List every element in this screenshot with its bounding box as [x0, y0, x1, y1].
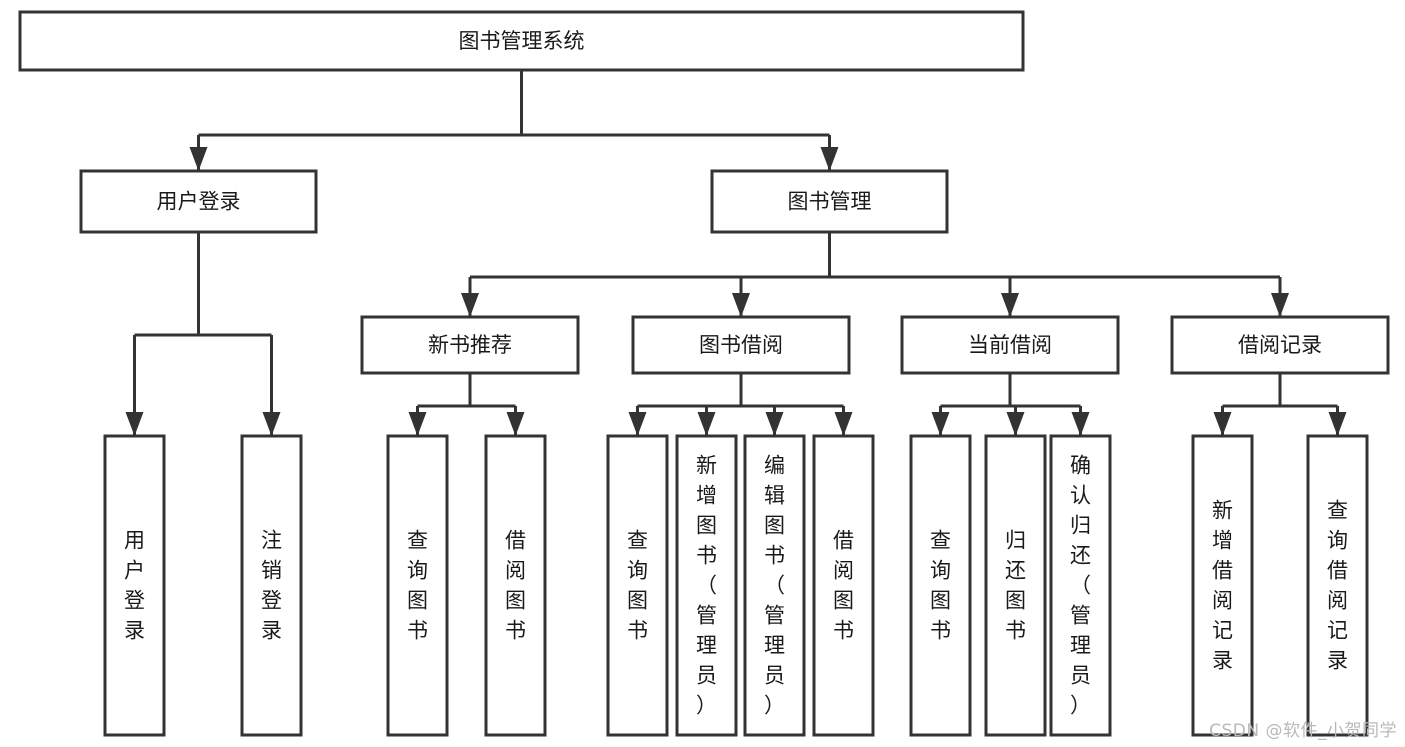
node-box-new-book-recommend	[360, 315, 580, 375]
new-book-recommend-to-leaves-arrow-icon-1	[506, 412, 525, 436]
bookmgmt-to-level3-arrow-icon-2	[1001, 293, 1019, 317]
bookmgmt-to-level3-arrow-icon-3	[1271, 293, 1289, 317]
node-label-leaf-borrow-book: 借阅图书	[833, 529, 854, 643]
bookmgmt-to-level3-arrow-icon-0	[461, 293, 479, 317]
node-label-current-borrow: 当前借阅	[968, 333, 1052, 357]
node-label-leaf-query-book-current: 查询图书	[930, 529, 951, 643]
bookmgmt-to-level3-arrow-icon-1	[732, 293, 750, 317]
node-box-root	[18, 10, 1025, 72]
borrow-record-to-leaves-arrow-icon-0	[1213, 412, 1232, 436]
node-book-borrow[interactable]: 图书借阅	[631, 315, 851, 375]
node-leaf-query-borrow-record[interactable]: 查询借阅记录	[1306, 434, 1369, 737]
node-box-borrow-record	[1170, 315, 1390, 375]
node-box-leaf-add-book-admin	[675, 434, 738, 737]
node-book-management[interactable]: 图书管理	[710, 169, 949, 234]
node-label-leaf-edit-book-admin: 编辑图书（管理员）	[764, 454, 785, 718]
node-leaf-user-login[interactable]: 用户登录	[103, 434, 166, 737]
book-borrow-to-leaves-arrow-icon-3	[834, 412, 853, 436]
node-leaf-query-book-recommend[interactable]: 查询图书	[386, 434, 449, 737]
node-box-leaf-user-login	[103, 434, 166, 737]
book-borrow-to-leaves-arrow-icon-1	[697, 412, 716, 436]
book-borrow-to-leaves-arrow-icon-2	[765, 412, 784, 436]
node-label-new-book-recommend: 新书推荐	[428, 333, 512, 357]
node-leaf-query-book-borrow[interactable]: 查询图书	[606, 434, 669, 737]
node-leaf-query-book-current[interactable]: 查询图书	[909, 434, 972, 737]
node-label-leaf-add-borrow-record: 新增借阅记录	[1212, 499, 1233, 673]
node-label-user-login: 用户登录	[157, 190, 241, 214]
node-label-borrow-record: 借阅记录	[1238, 333, 1322, 357]
node-label-leaf-query-book-recommend: 查询图书	[407, 529, 428, 643]
node-leaf-add-book-admin[interactable]: 新增图书（管理员）	[675, 434, 738, 737]
borrow-record-to-leaves-arrow-icon-1	[1328, 412, 1347, 436]
node-leaf-return-book[interactable]: 归还图书	[984, 434, 1047, 737]
node-box-leaf-return-book	[984, 434, 1047, 737]
node-leaf-add-borrow-record[interactable]: 新增借阅记录	[1191, 434, 1254, 737]
node-box-user-login	[79, 169, 318, 234]
node-box-leaf-borrow-book-recommend	[484, 434, 547, 737]
node-label-leaf-query-book-borrow: 查询图书	[627, 529, 648, 643]
root-to-level2-arrow-icon-1	[820, 147, 839, 171]
node-label-leaf-user-login: 用户登录	[124, 529, 145, 643]
node-label-leaf-add-book-admin: 新增图书（管理员）	[696, 454, 717, 718]
node-box-leaf-query-book-borrow	[606, 434, 669, 737]
node-box-leaf-query-book-current	[909, 434, 972, 737]
node-user-login[interactable]: 用户登录	[79, 169, 318, 234]
book-borrow-to-leaves-arrow-icon-0	[628, 412, 647, 436]
node-borrow-record[interactable]: 借阅记录	[1170, 315, 1390, 375]
node-label-leaf-confirm-return-admin: 确认归还（管理员）	[1070, 454, 1091, 718]
csdn-watermark: CSDN @软件_小贺同学	[1209, 721, 1397, 741]
node-leaf-edit-book-admin[interactable]: 编辑图书（管理员）	[743, 434, 806, 737]
node-leaf-borrow-book-recommend[interactable]: 借阅图书	[484, 434, 547, 737]
node-box-leaf-query-borrow-record	[1306, 434, 1369, 737]
node-box-leaf-borrow-book	[812, 434, 875, 737]
node-root[interactable]: 图书管理系统	[18, 10, 1025, 72]
node-label-book-borrow: 图书借阅	[699, 333, 783, 357]
node-label-leaf-logout: 注销登录	[261, 529, 282, 643]
connectors-layer	[125, 70, 1347, 436]
root-to-level2-arrow-icon-0	[189, 147, 208, 171]
current-borrow-to-leaves-arrow-icon-0	[931, 412, 950, 436]
node-label-root: 图书管理系统	[459, 29, 585, 53]
node-box-book-borrow	[631, 315, 851, 375]
node-leaf-borrow-book[interactable]: 借阅图书	[812, 434, 875, 737]
node-current-borrow[interactable]: 当前借阅	[900, 315, 1120, 375]
node-box-leaf-edit-book-admin	[743, 434, 806, 737]
node-box-leaf-query-book-recommend	[386, 434, 449, 737]
node-box-leaf-logout	[240, 434, 303, 737]
new-book-recommend-to-leaves-arrow-icon-0	[408, 412, 427, 436]
userlogin-to-leaves-arrow-icon-1	[262, 412, 281, 436]
node-new-book-recommend[interactable]: 新书推荐	[360, 315, 580, 375]
node-label-leaf-return-book: 归还图书	[1005, 529, 1026, 643]
node-label-leaf-query-borrow-record: 查询借阅记录	[1327, 499, 1348, 673]
userlogin-to-leaves-arrow-icon-0	[125, 412, 144, 436]
current-borrow-to-leaves-arrow-icon-2	[1071, 412, 1090, 436]
node-leaf-confirm-return-admin[interactable]: 确认归还（管理员）	[1049, 434, 1112, 737]
node-box-leaf-confirm-return-admin	[1049, 434, 1112, 737]
nodes-layer: 图书管理系统用户登录图书管理新书推荐图书借阅当前借阅借阅记录用户登录注销登录查询…	[18, 10, 1390, 737]
node-label-book-management: 图书管理	[788, 190, 872, 214]
node-leaf-logout[interactable]: 注销登录	[240, 434, 303, 737]
current-borrow-to-leaves-arrow-icon-1	[1006, 412, 1025, 436]
node-label-leaf-borrow-book-recommend: 借阅图书	[505, 529, 526, 643]
node-box-book-management	[710, 169, 949, 234]
node-box-current-borrow	[900, 315, 1120, 375]
node-box-leaf-add-borrow-record	[1191, 434, 1254, 737]
